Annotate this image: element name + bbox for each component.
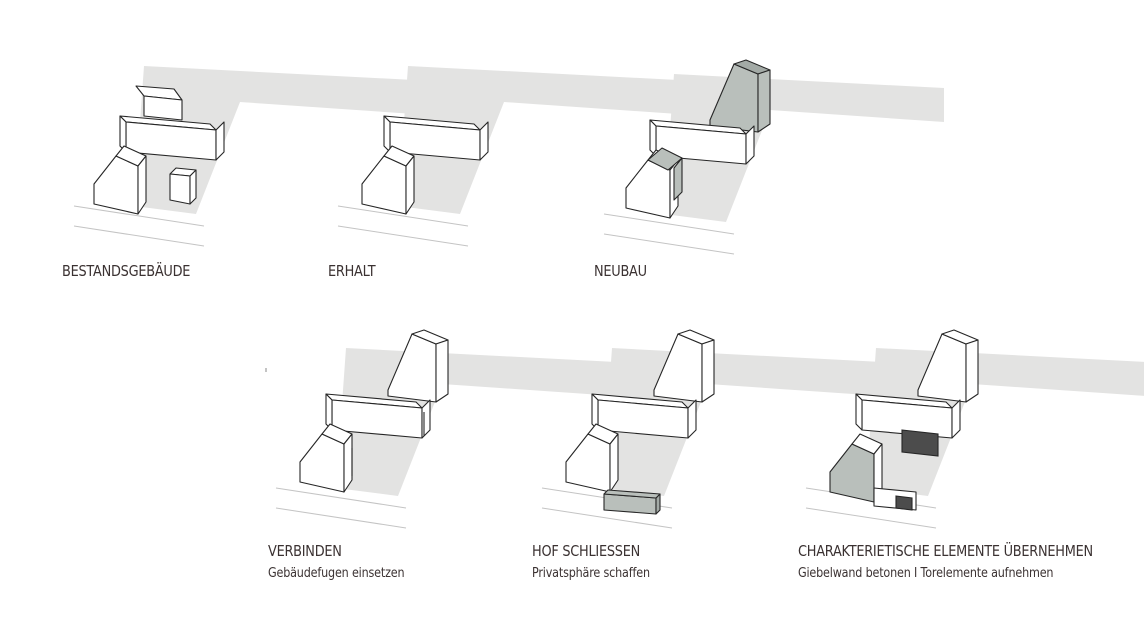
panel-5-title: HOF SCHLIESSEN bbox=[532, 542, 640, 560]
panel-charakteristische-elemente-diagram bbox=[805, 329, 1144, 529]
panel-6-subtitle: Giebelwand betonen I Torelemente aufnehm… bbox=[798, 566, 1054, 581]
panel-3-title: NEUBAU bbox=[594, 262, 647, 280]
panel-hof-schliessen-diagram bbox=[541, 329, 882, 529]
panel-5-subtitle: Privatsphäre schaffen bbox=[532, 566, 650, 581]
panel-neubau-diagram bbox=[603, 59, 944, 255]
panel-6-title: CHARAKTERIETISCHE ELEMENTE ÜBERNEHMEN bbox=[798, 542, 1093, 560]
panel-4-subtitle: Gebäudefugen einsetzen bbox=[268, 566, 405, 581]
panel-4-title: VERBINDEN bbox=[268, 542, 342, 560]
panel-verbinden-diagram bbox=[275, 329, 616, 529]
panel-2-title: ERHALT bbox=[328, 262, 376, 280]
panel-1-title: BESTANDSGEBÄUDE bbox=[62, 262, 191, 280]
panel-bestandsgebaeude-diagram bbox=[73, 66, 414, 247]
